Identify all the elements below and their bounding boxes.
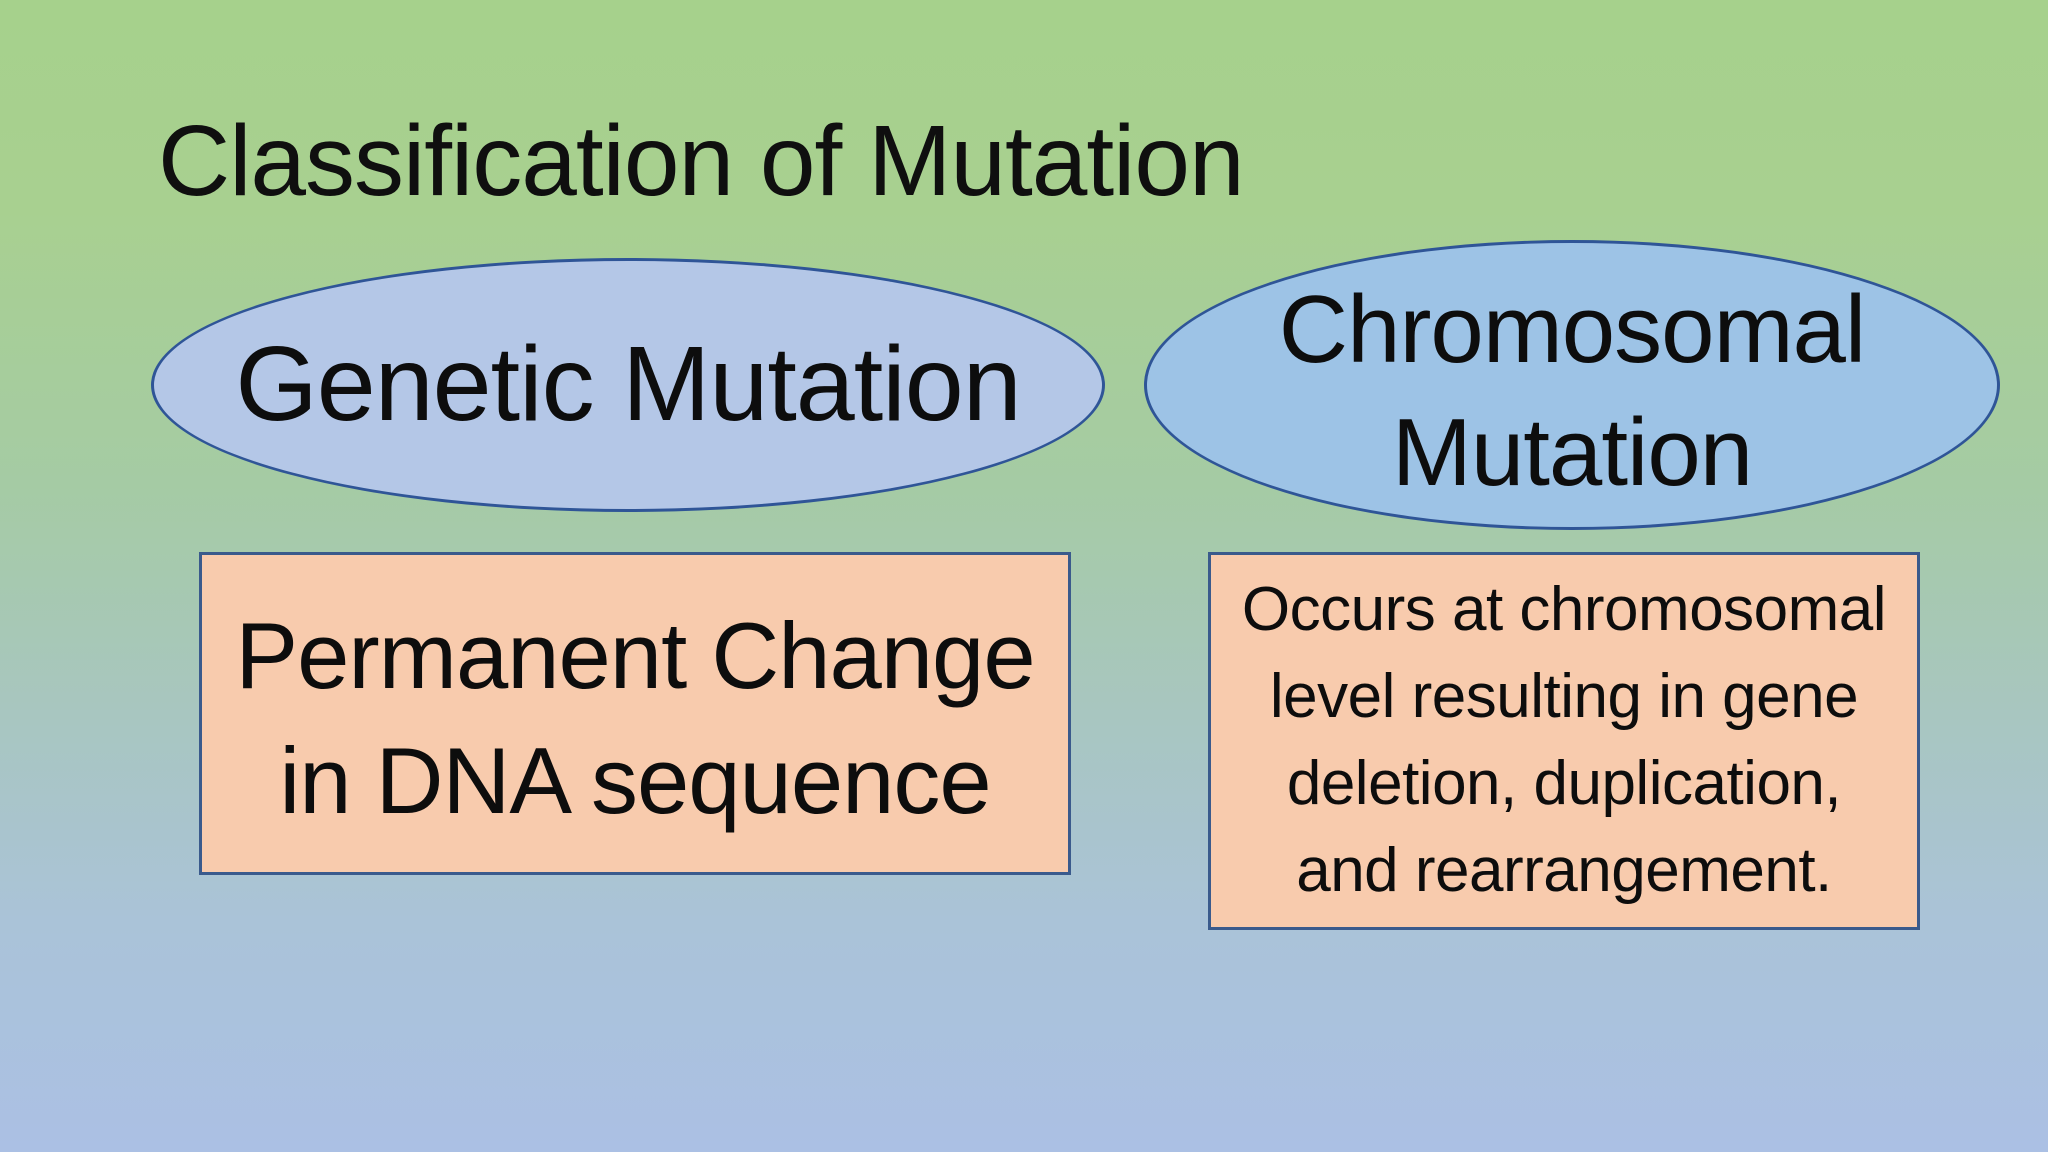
genetic-description-line: in DNA sequence bbox=[279, 727, 991, 833]
chromosomal-description-line: deletion, duplication, bbox=[1286, 749, 1842, 818]
chromosomal-description-line: Occurs at chromosomal bbox=[1241, 575, 1887, 645]
genetic-mutation-label: Genetic Mutation bbox=[235, 325, 1021, 444]
genetic-description-box: Permanent Change in DNA sequence bbox=[199, 552, 1071, 875]
chromosomal-mutation-ellipse: Chromosomal Mutation bbox=[1144, 240, 2000, 530]
page-title: Classification of Mutation bbox=[158, 105, 1245, 217]
genetic-mutation-ellipse: Genetic Mutation bbox=[151, 258, 1105, 512]
chromosomal-description-line: and rearrangement. bbox=[1296, 835, 1832, 905]
chromosomal-mutation-label: Chromosomal Mutation bbox=[1278, 276, 1867, 506]
chromosomal-description-box: Occurs at chromosomal level resulting in… bbox=[1208, 552, 1920, 930]
chromosomal-description-line: level resulting in gene bbox=[1269, 662, 1859, 732]
genetic-description-line: Permanent Change bbox=[235, 603, 1035, 709]
